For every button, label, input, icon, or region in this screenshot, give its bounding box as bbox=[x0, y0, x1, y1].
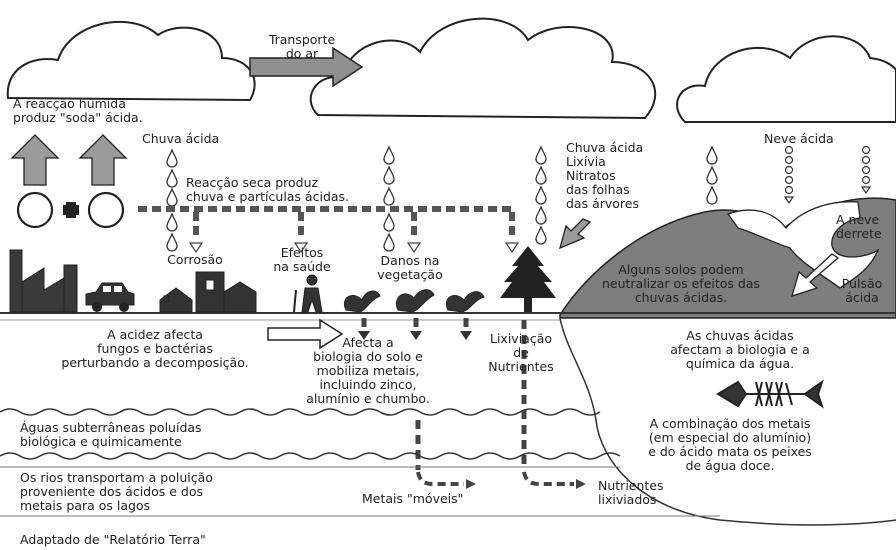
snowflake-icon bbox=[783, 145, 872, 205]
dashed-line bbox=[416, 471, 574, 486]
church-icon bbox=[195, 271, 257, 313]
arrow-icon bbox=[10, 134, 60, 186]
source-label: Adaptado de "Relatório Terra" bbox=[20, 532, 206, 547]
plant-icon bbox=[344, 289, 485, 313]
leaching-label: Lixiviação de Nutrientes bbox=[488, 331, 554, 374]
water-line bbox=[0, 408, 601, 416]
rivers-label: Os rios transportam a poluição provenien… bbox=[20, 470, 213, 513]
dashed-line bbox=[361, 318, 527, 470]
factory-icon bbox=[9, 249, 78, 313]
arrow-icon bbox=[188, 242, 520, 254]
lake-outline bbox=[559, 317, 896, 526]
acid-snow-label: Neve ácida bbox=[764, 131, 834, 146]
dry-reaction-label: Reacção seca produz chuva e partículas á… bbox=[186, 175, 350, 204]
soils-label: Alguns solos podem neutralizar os efeito… bbox=[601, 262, 761, 305]
snow-melts-label: A neve derrete bbox=[836, 212, 882, 241]
metals-fish-label: A combinação dos metais (em especial do … bbox=[648, 416, 812, 473]
leached-nutrients-label: Nutrientes lixiviados bbox=[598, 478, 664, 507]
cloud-icon bbox=[309, 17, 657, 120]
lake-label: As chuvas ácidas afectam a biologia e a … bbox=[670, 328, 810, 371]
arrow-icon bbox=[791, 253, 840, 297]
transport-label: Transporte do ar bbox=[268, 32, 336, 61]
dashed-line bbox=[138, 206, 515, 240]
house-icon bbox=[159, 287, 193, 313]
arrow-icon bbox=[78, 134, 128, 186]
groundwater-label: Águas subterrâneas poluídas biológica e … bbox=[20, 420, 202, 449]
vegetation-label: Danos na vegetação bbox=[377, 253, 443, 282]
acid-rain-label: Chuva ácida bbox=[142, 131, 220, 146]
fish-skeleton-icon bbox=[716, 379, 824, 409]
soil-biology-label: Afecta a biologia do solo e mobiliza met… bbox=[306, 335, 430, 406]
acid-rain-right-label: Chuva ácida Lixívia Nitratos das folhas … bbox=[566, 140, 644, 211]
person-icon bbox=[293, 274, 323, 313]
mobile-metals-label: Metais "móveis" bbox=[362, 491, 464, 506]
health-label: Efeitos na saúde bbox=[273, 245, 331, 274]
pulse-label: Pulsão ácida bbox=[841, 276, 883, 305]
water-line bbox=[0, 452, 621, 460]
arrow-icon bbox=[466, 479, 586, 489]
arrow-icon bbox=[267, 318, 344, 350]
arrow-icon bbox=[559, 218, 592, 250]
fungi-label: A acidez afecta fungos e bactérias pertu… bbox=[61, 327, 249, 370]
humid-reaction-label: A reacção húmida produz "soda" ácida. bbox=[13, 96, 143, 125]
tree-icon bbox=[500, 246, 556, 312]
arrow-icon bbox=[249, 46, 364, 88]
cloud-icon bbox=[676, 35, 896, 123]
molecule-icon bbox=[16, 191, 125, 229]
corrosion-label: Corrosão bbox=[167, 252, 223, 267]
car-icon bbox=[85, 282, 135, 312]
arrow-icon bbox=[358, 331, 472, 340]
cloud-icon bbox=[6, 20, 256, 102]
